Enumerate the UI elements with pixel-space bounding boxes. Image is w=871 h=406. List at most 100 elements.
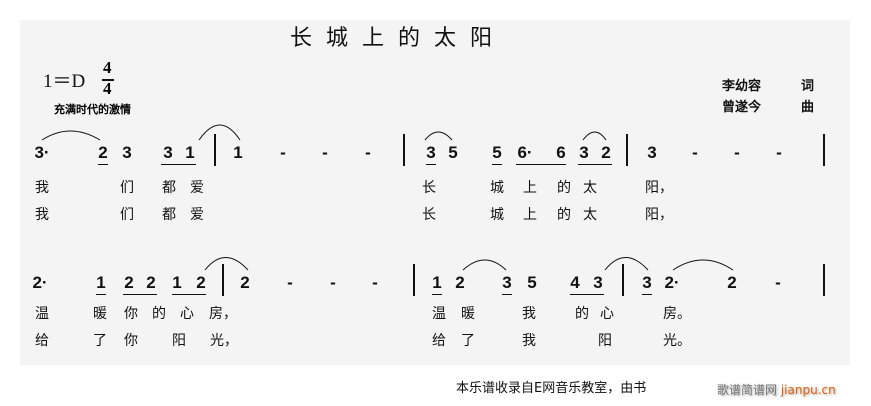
lyric-syllable: 城 [490,180,504,196]
dash-extension: - [775,273,781,292]
note: 2 [240,273,250,292]
note: 5 [448,143,458,162]
bar-line [403,134,405,166]
note: 2 [124,273,134,292]
note: 3 [593,273,603,292]
note: 2· [32,273,48,292]
slur [198,124,241,141]
lyric-syllable: 城 [490,207,504,223]
note: 6· [517,143,533,162]
tempo-marking: 充满时代的激情 [54,103,131,116]
slur [41,130,101,141]
underline-beam [172,294,206,295]
watermark: 歌谱简谱网 jianpu.cn [717,381,836,398]
bar-line [622,264,624,296]
underline-beam [642,294,652,295]
note: 1 [172,273,182,292]
note: 2 [727,273,737,292]
dash-extension: - [330,273,336,292]
lyric-syllable: 的 [557,207,571,223]
note: 1 [432,273,442,292]
lyric-syllable: 你 [124,333,138,349]
lyric-syllable: 爱 [190,180,204,196]
time-signature-top: 4 [103,58,112,77]
note: 2 [146,273,156,292]
lyric-syllable: 的 [152,306,166,322]
score-sheet [20,20,850,365]
dash-extension: - [692,143,698,162]
lyric-syllable: 了 [461,333,475,349]
note: 2 [98,143,108,162]
dash-extension: - [287,273,293,292]
lyric-syllable: 太 [583,207,597,223]
watermark-url: jianpu.cn [780,383,836,397]
note: 5 [527,273,537,292]
underline-beam [570,294,604,295]
lyric-syllable: 你 [124,306,138,322]
dash-extension: - [365,143,371,162]
note: 1 [233,143,243,162]
lyric-syllable: 们 [120,207,134,223]
dash-extension: - [372,273,378,292]
lyric-syllable: 们 [120,180,134,196]
bar-line [214,134,216,166]
slur [462,259,507,271]
lyric-syllable: 爱 [190,207,204,223]
note: 3 [122,143,132,162]
lyric-syllable: 阳， [645,207,673,223]
lyric-syllable: 我 [522,333,536,349]
lyric-syllable: 都 [162,207,176,223]
lyric-syllable: 的 [557,180,571,196]
underline-beam [426,164,436,165]
dash-extension: - [280,143,286,162]
lyric-syllable: 的 [575,306,589,322]
lyric-syllable: 温 [432,306,446,322]
footer-source: 本乐谱收录自E网音乐教室，由书 [456,381,647,396]
dash-extension: - [322,143,328,162]
lyric-syllable: 阳 [172,333,186,349]
dash-extension: - [776,143,782,162]
bar-line [413,264,415,296]
lyric-syllable: 房， [209,306,237,322]
underline-beam [98,164,108,165]
lyric-syllable: 阳 [598,333,612,349]
lyric-syllable: 上 [523,207,537,223]
lyric-syllable: 心 [180,306,194,322]
composer-name: 曾遂今 [722,100,762,115]
note: 2 [601,143,611,162]
lyric-syllable: 温 [35,306,49,322]
lyric-syllable: 光， [210,333,238,349]
lyric-syllable: 都 [162,180,176,196]
note: 2· [664,273,680,292]
note: 2 [455,273,465,292]
note: 1 [185,143,195,162]
note: 3 [502,273,512,292]
note: 3· [34,143,50,162]
lyric-syllable: 心 [600,306,614,322]
note: 3 [579,143,589,162]
watermark-cn: 歌谱简谱网 [717,383,778,397]
lyric-syllable: 给 [35,333,49,349]
lyric-syllable: 长 [422,207,436,223]
lyric-syllable: 了 [93,333,107,349]
key-signature: 1＝D [43,71,86,92]
lyric-syllable: 给 [432,333,446,349]
slur [604,257,649,271]
lyric-syllable: 上 [523,180,537,196]
note: 2 [196,273,206,292]
underline-beam [492,164,502,165]
lyric-syllable: 长 [422,180,436,196]
underline-beam [516,164,566,165]
slur [204,257,249,271]
underline-beam [578,164,612,165]
lyric-syllable: 我 [35,180,49,196]
composer-role: 曲 [801,100,815,115]
lyricist-name: 李幼容 [722,79,762,94]
note: 5 [492,143,502,162]
lyric-syllable: 暖 [93,306,107,322]
fraction-line [102,79,114,81]
lyric-syllable: 阳， [645,180,673,196]
bar-line [626,134,628,166]
bar-line [222,264,224,296]
